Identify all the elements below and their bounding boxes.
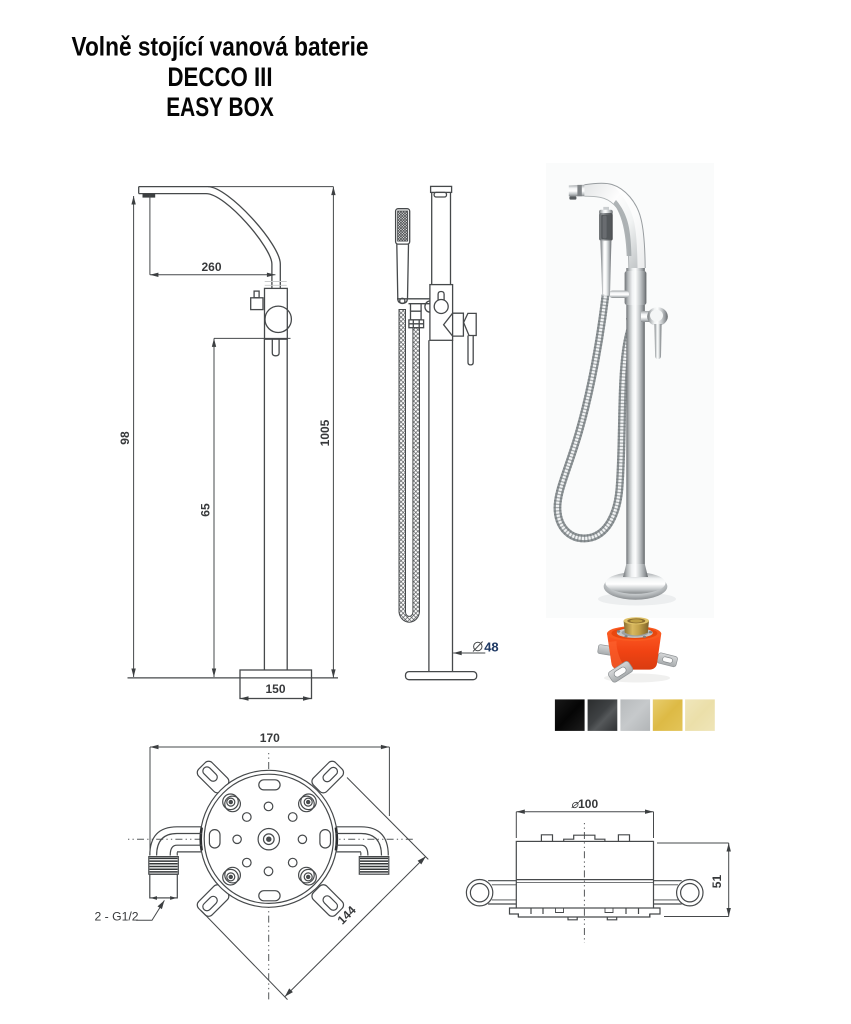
svg-text:65: 65 xyxy=(199,503,213,517)
svg-text:98: 98 xyxy=(118,431,132,445)
svg-text:Volně stojící vanová baterie: Volně stojící vanová baterie xyxy=(72,32,369,62)
svg-text:144: 144 xyxy=(335,903,359,927)
svg-text:150: 150 xyxy=(265,682,285,696)
svg-text:2 - G1/2: 2 - G1/2 xyxy=(95,910,139,924)
svg-text:260: 260 xyxy=(201,260,221,274)
svg-text:170: 170 xyxy=(260,731,280,745)
svg-text:51: 51 xyxy=(710,875,724,889)
svg-text:48: 48 xyxy=(484,639,498,654)
svg-text:EASY BOX: EASY BOX xyxy=(166,92,274,122)
svg-text:DECCO III: DECCO III xyxy=(168,62,273,92)
svg-text:1005: 1005 xyxy=(318,419,332,446)
svg-text:⌀100: ⌀100 xyxy=(571,797,599,811)
